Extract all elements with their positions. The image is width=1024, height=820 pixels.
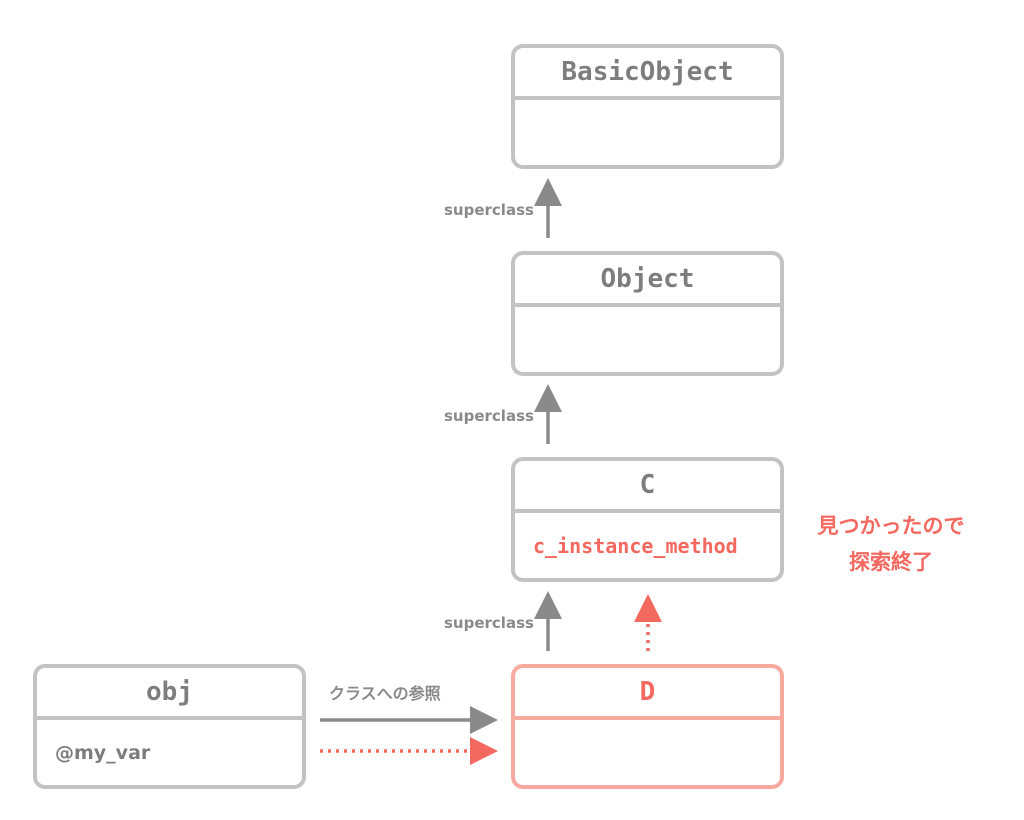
class-box-object: Object [511, 251, 784, 376]
class-name-object: Object [515, 255, 780, 307]
class-name-c: C [515, 461, 780, 513]
found-note-line1: 見つかったので [817, 514, 965, 538]
class-box-d: D [511, 664, 784, 789]
superclass-label-1: superclass [444, 201, 534, 219]
method-c-instance-method: c_instance_method [533, 534, 738, 558]
class-body-object [515, 307, 780, 373]
instance-name-obj: obj [37, 668, 302, 720]
instance-box-obj: obj @my_var [33, 664, 306, 789]
superclass-label-3: superclass [444, 614, 534, 632]
found-note: 見つかったので 探索終了 [796, 508, 986, 580]
class-name-basicobject: BasicObject [515, 48, 780, 100]
instance-variable: @my_var [55, 742, 151, 764]
class-box-c: C c_instance_method [511, 457, 784, 582]
class-ref-label: クラスへの参照 [329, 684, 441, 703]
superclass-label-2: superclass [444, 407, 534, 425]
found-note-line2: 探索終了 [849, 550, 933, 574]
class-box-basicobject: BasicObject [511, 44, 784, 169]
class-name-d: D [515, 668, 780, 720]
class-body-d [515, 720, 780, 786]
class-body-basicobject [515, 100, 780, 166]
